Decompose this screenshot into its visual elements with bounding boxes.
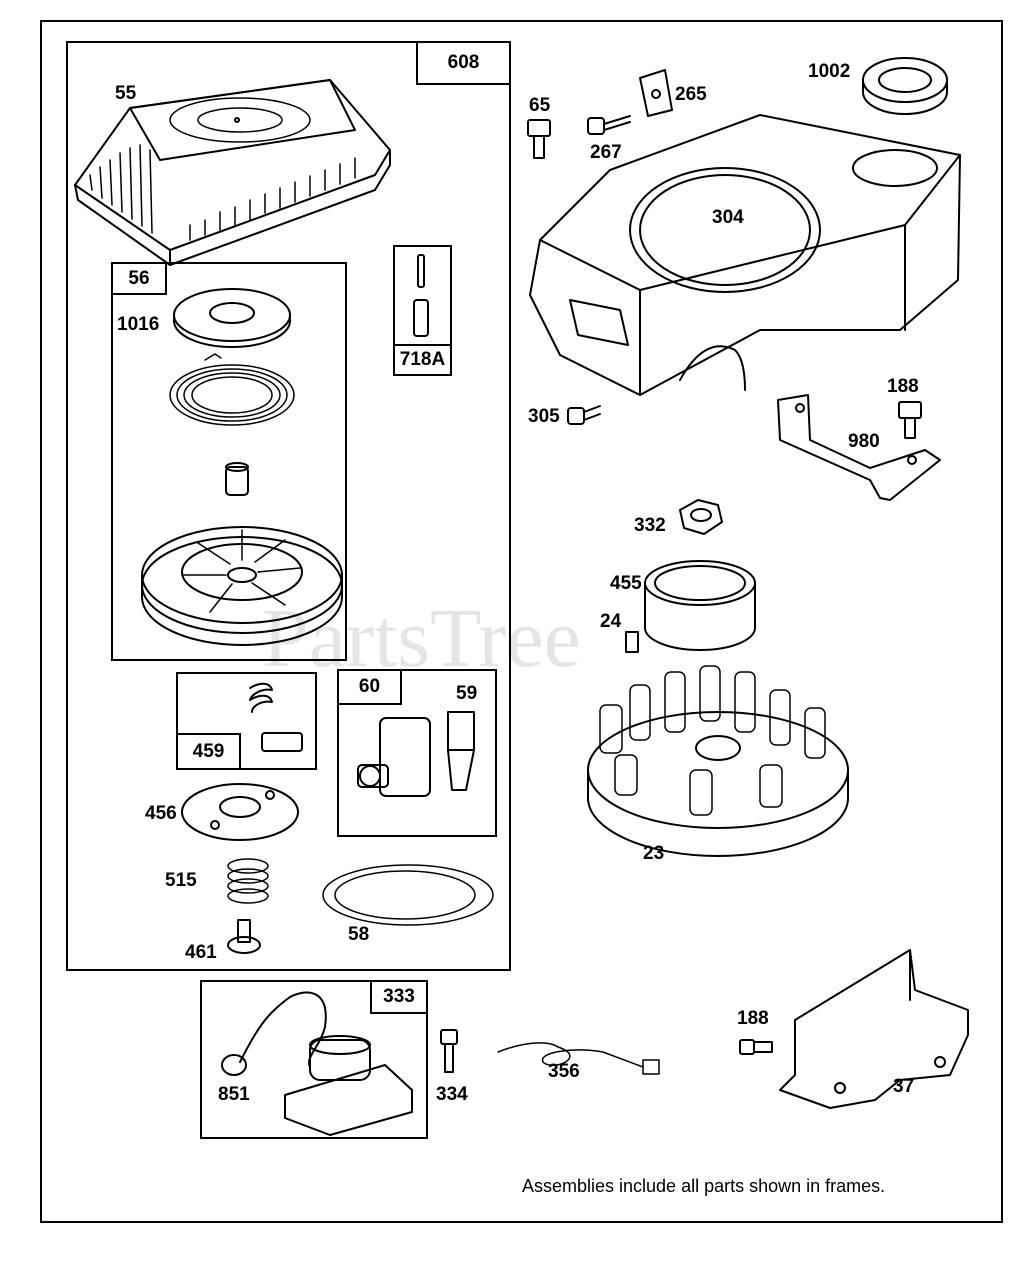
part-1016-washer-drawing [173, 288, 291, 348]
part-label-23: 23 [643, 843, 665, 864]
assembly-label-718A: 718A [393, 344, 452, 376]
part-label-356: 356 [548, 1061, 580, 1082]
part-label-37: 37 [893, 1076, 915, 1097]
part-label-58: 58 [348, 924, 370, 945]
part-label-265: 265 [675, 84, 707, 105]
part-23-drawing [587, 665, 849, 857]
part-label-55: 55 [115, 83, 137, 104]
part-305-drawing [567, 405, 601, 425]
part-label-332: 332 [634, 515, 666, 536]
part-label-461: 461 [185, 942, 217, 963]
part-24-drawing [625, 631, 639, 653]
part-456-drawing [181, 783, 299, 841]
part-label-59: 59 [456, 683, 478, 704]
part-1002-drawing [862, 57, 948, 115]
part-65-drawing [527, 119, 551, 159]
part-label-24: 24 [600, 611, 622, 632]
part-label-851: 851 [218, 1084, 250, 1105]
part-label-304: 304 [712, 207, 744, 228]
part-55-cover-drawing [74, 79, 391, 266]
part-label-1016: 1016 [117, 314, 160, 335]
part-332-drawing [679, 499, 723, 535]
part-58-drawing [322, 864, 494, 926]
part-265-drawing [639, 69, 673, 117]
part-label-267: 267 [590, 142, 622, 163]
part-label-980: 980 [848, 431, 880, 452]
part-60-drawing [357, 711, 475, 797]
part-188a-drawing [898, 401, 922, 439]
part-37-drawing [779, 949, 969, 1109]
part-label-455: 455 [610, 573, 642, 594]
assembly-label-333: 333 [370, 980, 428, 1014]
part-label-188-lower: 188 [737, 1008, 769, 1029]
assembly-frame-608 [66, 41, 511, 971]
diagram-border [40, 20, 1003, 1223]
part-188b-drawing [739, 1039, 773, 1055]
part-333-drawing [221, 991, 413, 1136]
assembly-frame-459 [176, 672, 317, 770]
part-label-334: 334 [436, 1084, 468, 1105]
part-455-drawing [644, 560, 756, 651]
part-label-1002: 1002 [808, 61, 851, 82]
part-label-305: 305 [528, 406, 560, 427]
part-334-drawing [440, 1029, 458, 1073]
assembly-label-608: 608 [416, 41, 511, 85]
part-304-drawing [529, 114, 961, 396]
part-980-drawing [777, 394, 941, 501]
part-bushing-drawing [225, 462, 249, 496]
assembly-frame-333 [200, 980, 428, 1139]
part-718A-drawing [413, 254, 429, 337]
part-label-65: 65 [529, 95, 551, 116]
assembly-label-459: 459 [176, 733, 241, 770]
part-label-188-upper: 188 [887, 376, 919, 397]
assemblies-note: Assemblies include all parts shown in fr… [522, 1176, 886, 1196]
part-461-drawing [227, 919, 261, 954]
part-pulley-drawing [141, 526, 343, 646]
assembly-label-60: 60 [337, 669, 402, 705]
part-267-drawing [587, 115, 631, 135]
part-459-drawing [249, 682, 303, 752]
part-356-drawing [497, 1042, 660, 1075]
part-spring-drawing [169, 353, 295, 426]
assembly-label-56: 56 [111, 262, 167, 295]
part-515-drawing [227, 858, 269, 904]
assembly-frame-56 [111, 262, 347, 661]
part-label-456: 456 [145, 803, 177, 824]
part-label-515: 515 [165, 870, 197, 891]
assembly-frame-60 [337, 669, 497, 837]
